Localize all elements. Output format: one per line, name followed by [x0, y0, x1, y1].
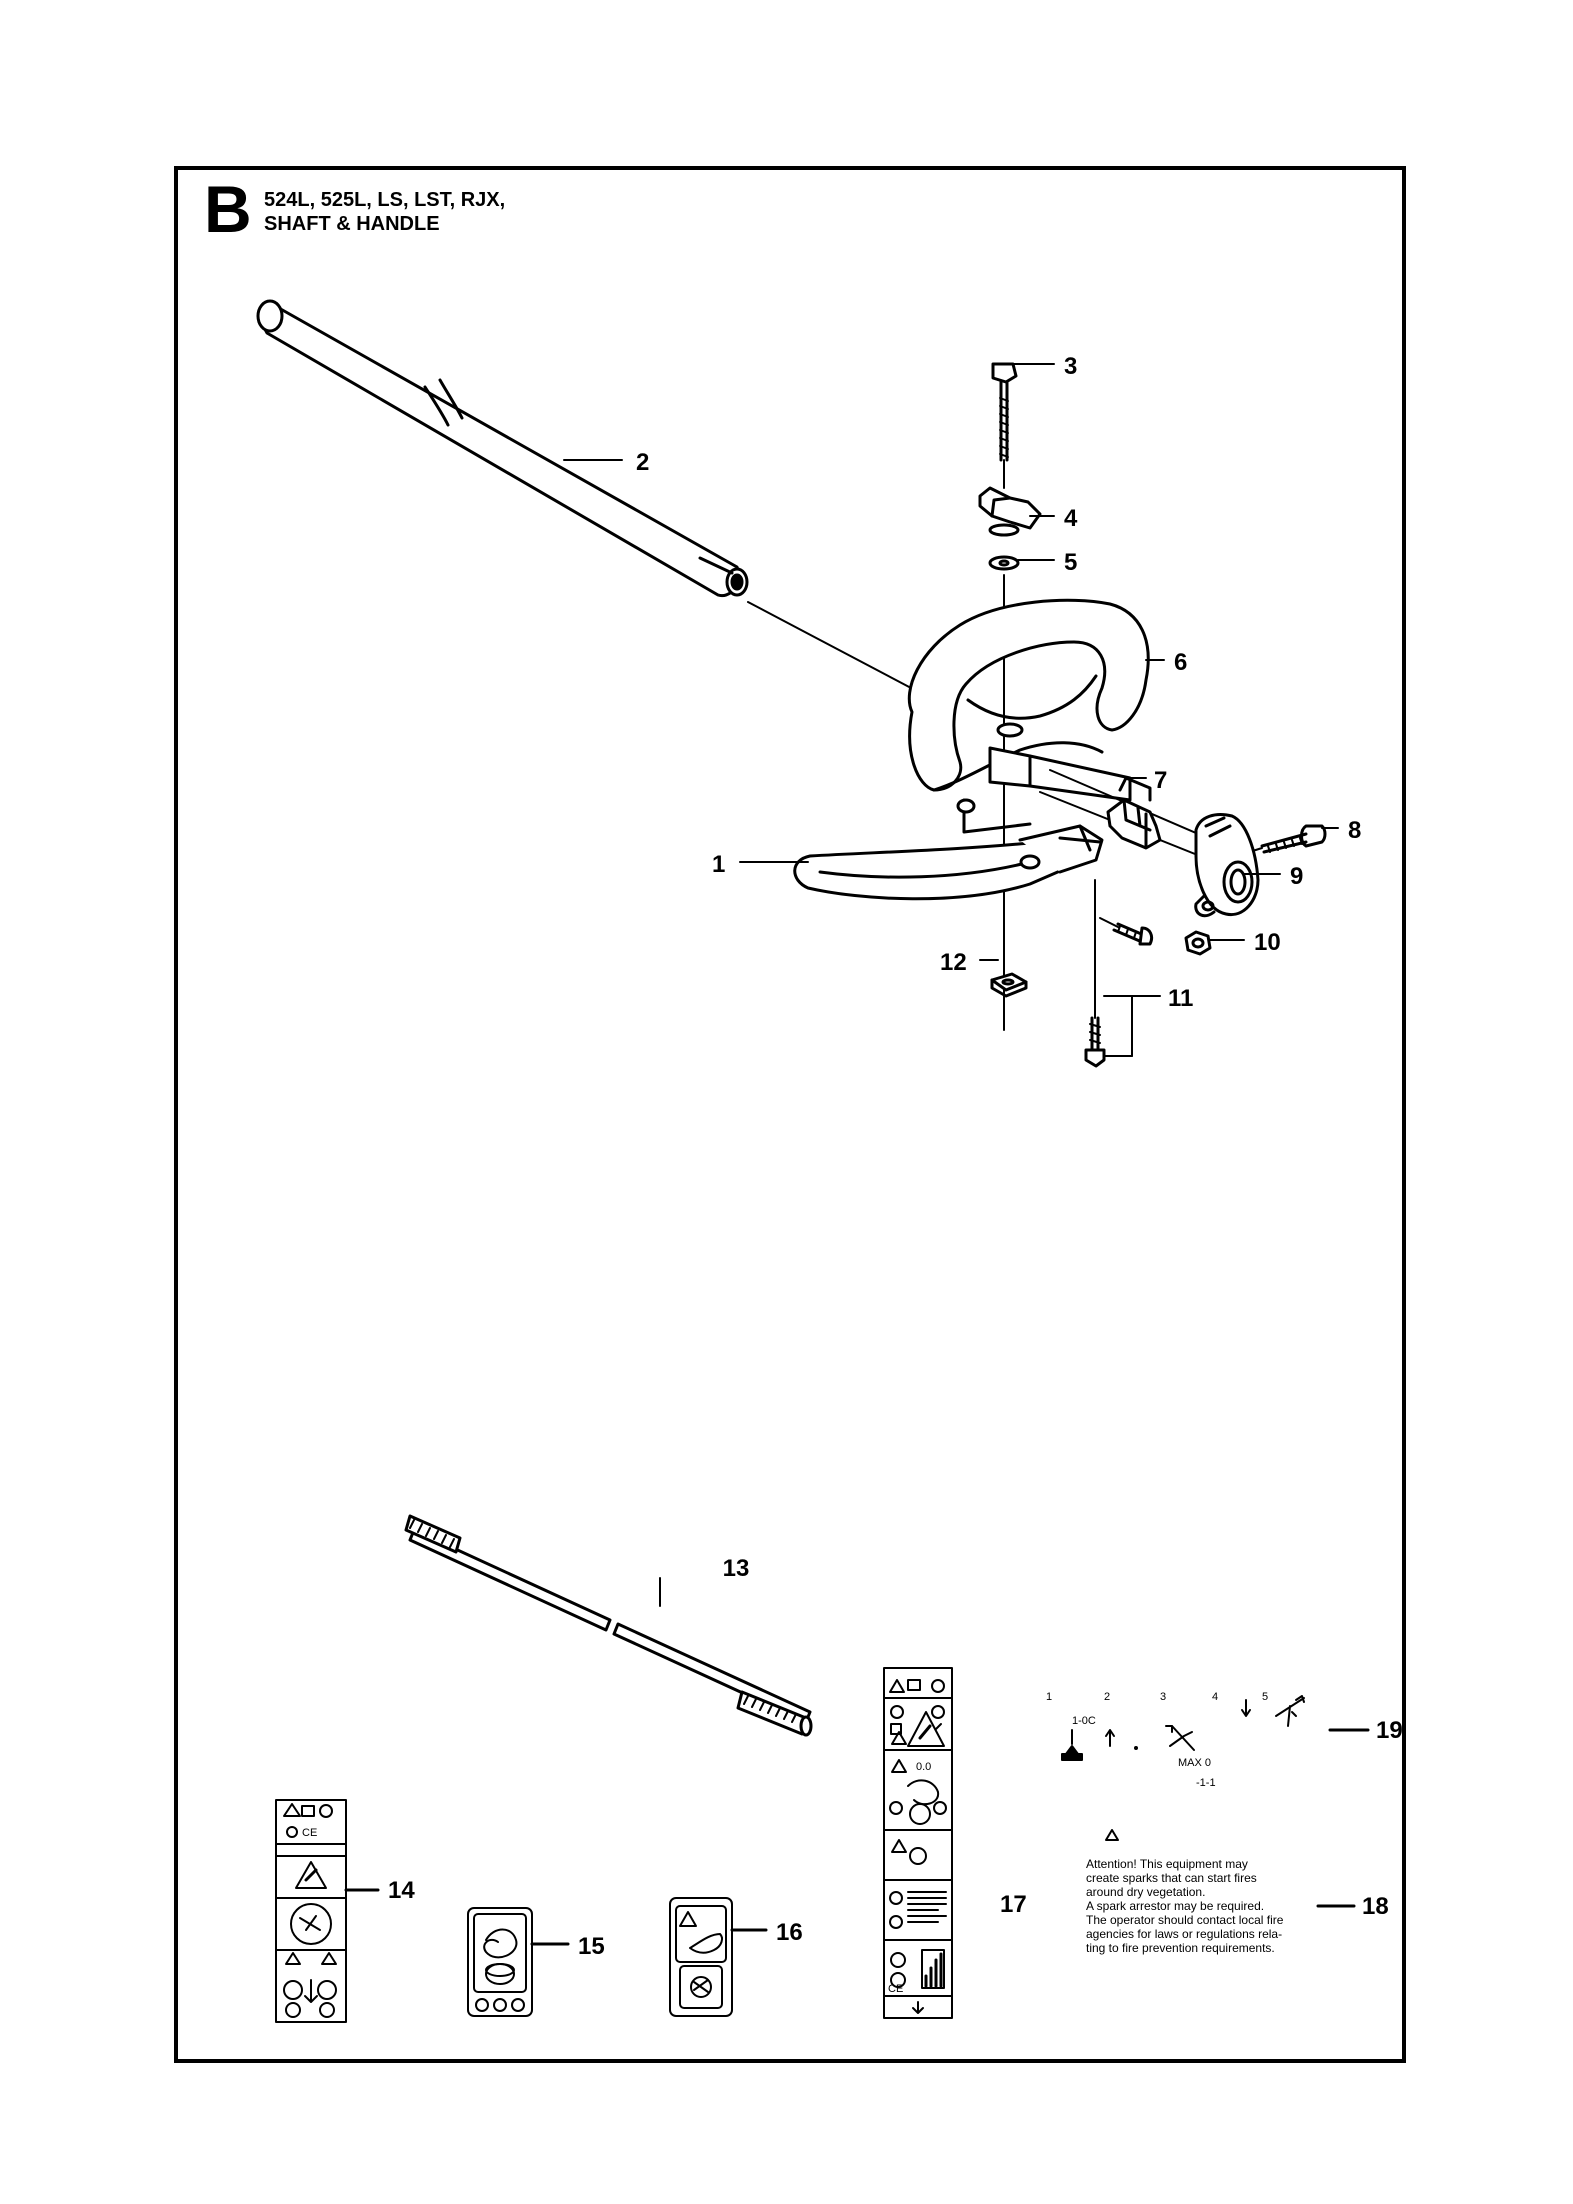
callout-10: 10: [1254, 929, 1281, 956]
choke-text: 1-0C: [1072, 1715, 1096, 1727]
callout-9: 9: [1290, 863, 1303, 890]
shaft-tube-part: [256, 299, 931, 699]
decal-18-line-3: around dry vegetation.: [1086, 1885, 1205, 1899]
square-nut-part: [990, 972, 1028, 998]
leader-lines: [563, 363, 1339, 1607]
diagram-title: SHAFT & HANDLE: [264, 213, 440, 235]
callout-19: 19: [1376, 1717, 1403, 1744]
label-19-code: -1-1: [1196, 1777, 1216, 1789]
callout-11: 11: [1168, 985, 1193, 1012]
decal-18-line-7: ting to fire prevention requirements.: [1086, 1941, 1275, 1955]
hex-nut-part: [1184, 930, 1212, 956]
callout-7: 7: [1154, 767, 1167, 794]
callout-4: 4: [1064, 505, 1078, 532]
barrier-bar-part: [793, 824, 1104, 901]
callout-3: 3: [1064, 353, 1077, 380]
washer-part: [988, 555, 1020, 571]
callout-18: 18: [1362, 1893, 1389, 1920]
drive-shaft-part: [404, 1514, 813, 1737]
wing-nut-part: [978, 486, 1042, 537]
callout-17: 17: [1000, 1891, 1027, 1918]
step-5: 5: [1262, 1691, 1268, 1703]
step-1: 1: [1046, 1691, 1052, 1703]
decal-17-ce-mark: CE: [888, 1983, 903, 1995]
callout-5: 5: [1064, 549, 1077, 576]
model-list: 524L, 525L, LS, LST, RJX,: [264, 189, 506, 211]
step-3: 3: [1160, 1691, 1166, 1703]
decal-17-rpm-text: 0.0: [916, 1761, 931, 1773]
handle-knob-part: [1194, 813, 1260, 918]
warning-decal-14: [275, 1799, 380, 2023]
callout-13: 13: [723, 1555, 750, 1582]
step-4: 4: [1212, 1691, 1218, 1703]
callout-2: 2: [636, 449, 649, 476]
screw-part: [991, 362, 1018, 462]
clamp-part: [1106, 776, 1162, 850]
screws-part: [1084, 879, 1154, 1068]
callout-12: 12: [940, 949, 967, 976]
step-2: 2: [1104, 1691, 1110, 1703]
decal-18-line-2: create sparks that can start fires: [1086, 1871, 1257, 1885]
decal-14-ce-mark: CE: [302, 1827, 317, 1839]
drawing-frame: [174, 166, 1406, 2063]
callout-15: 15: [578, 1933, 605, 1960]
callout-14: 14: [388, 1877, 415, 1904]
callout-6: 6: [1174, 649, 1187, 676]
callout-8: 8: [1348, 817, 1361, 844]
warning-decal-16: [669, 1897, 768, 2017]
callout-16: 16: [776, 1919, 803, 1946]
max-text: MAX 0: [1178, 1757, 1211, 1769]
decal-18-line-5: The operator should contact local fire: [1086, 1913, 1284, 1927]
decal-18-line-4: A spark arrestor may be required.: [1086, 1899, 1264, 1913]
decal-18-line-6: agencies for laws or regulations rela-: [1086, 1927, 1282, 1941]
warning-decal-17: [883, 1667, 953, 2019]
callout-1: 1: [712, 851, 725, 878]
section-letter: B: [204, 172, 252, 246]
loop-handle-part: [907, 598, 1150, 792]
line-feed-decal-15: [467, 1907, 570, 2017]
decal-18-line-1: Attention! This equipment may: [1086, 1857, 1248, 1871]
starting-procedure-decal-19: [1061, 1695, 1370, 1761]
spark-warning-decal-18: [1105, 1829, 1356, 1908]
